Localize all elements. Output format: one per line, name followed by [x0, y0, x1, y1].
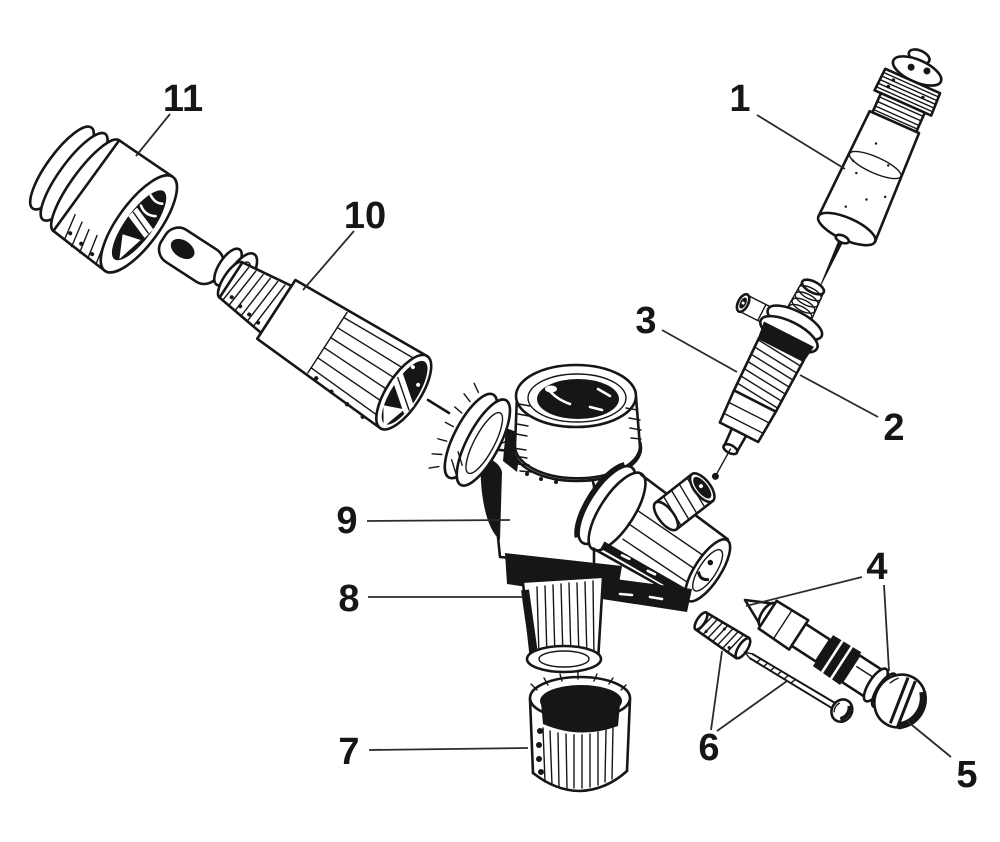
part-label-1: 1 [729, 78, 750, 120]
leader-part-6b [716, 680, 788, 732]
leader-part-10 [302, 230, 355, 291]
leader-part-4a [745, 576, 863, 607]
part-10-throttle-barrel [216, 260, 433, 431]
part-label-8: 8 [338, 578, 359, 620]
leader-part-4b [883, 584, 890, 672]
leader-part-7 [368, 747, 529, 751]
arm-hole [170, 238, 195, 260]
leader-part-1 [756, 114, 846, 170]
part-1-needle-valve [816, 48, 943, 296]
part-label-5: 5 [956, 754, 977, 796]
part-6-stop-screw-rod [743, 651, 854, 724]
leader-part-5 [906, 720, 952, 758]
assembly-axis-dash [426, 398, 451, 415]
leader-part-2 [799, 374, 879, 418]
part-label-9: 9 [336, 500, 357, 542]
intake-bore [537, 379, 619, 419]
part-11-knurled-cap [28, 125, 179, 274]
leader-lines [135, 113, 952, 758]
part-label-10: 10 [344, 195, 386, 237]
part-7-knurled-cup [528, 671, 632, 793]
leader-part-11 [135, 113, 171, 157]
boss-under-shadow [600, 577, 692, 612]
part-label-2: 2 [883, 407, 904, 449]
leader-part-9 [366, 519, 511, 522]
part-label-6: 6 [698, 727, 719, 769]
part-5-slotted-screw [873, 673, 927, 730]
needle [816, 240, 843, 296]
part-8-threaded-stub [521, 576, 605, 674]
leader-part-3 [661, 329, 738, 373]
part-label-7: 7 [338, 731, 359, 773]
part-label-4: 4 [866, 546, 887, 588]
intake-stack [511, 363, 643, 484]
part-labels: 1 2 3 4 5 6 7 8 9 10 11 [163, 78, 978, 796]
fuel-inlet-nipple [652, 472, 716, 532]
part-6-spring [693, 611, 752, 660]
part-label-3: 3 [635, 300, 656, 342]
throttle-bore-boss [574, 462, 732, 603]
part-label-11: 11 [163, 78, 203, 120]
part-2-3-spraybar-assembly [711, 278, 826, 480]
venturi-flange [428, 382, 512, 487]
leader-part-6a [710, 650, 723, 731]
